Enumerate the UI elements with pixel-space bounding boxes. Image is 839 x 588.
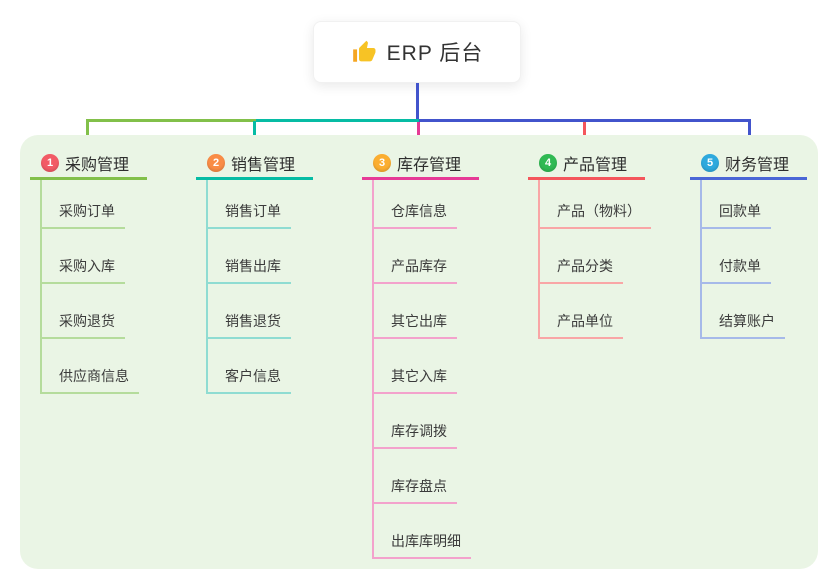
- branch-2: 2 销售管理 销售订单销售出库销售退货客户信息: [196, 148, 361, 394]
- child-item[interactable]: 销售出库: [208, 229, 361, 284]
- branch-index-badge: 3: [373, 153, 391, 172]
- child-item[interactable]: 销售订单: [208, 180, 361, 229]
- child-item-label: 销售订单: [208, 201, 291, 229]
- child-item[interactable]: 回款单: [702, 180, 839, 229]
- connector-bus-segment-teal: [256, 119, 419, 122]
- child-item-label: 付款单: [702, 256, 771, 284]
- branch-children: 仓库信息产品库存其它出库其它入库库存调拨库存盘点出库库明细: [372, 180, 527, 559]
- branch-header[interactable]: 1 采购管理: [30, 148, 147, 180]
- mindmap-panel: 1 采购管理 采购订单采购入库采购退货供应商信息 2 销售管理 销售订单销售出库…: [20, 135, 818, 569]
- branch-4: 4 产品管理 产品（物料） 产品分类产品单位: [528, 148, 693, 339]
- child-item[interactable]: 库存盘点: [374, 449, 527, 504]
- root-node-title: ERP 后台: [386, 42, 484, 65]
- child-item-label: 仓库信息: [374, 201, 457, 229]
- branch-index-badge: 2: [207, 153, 225, 172]
- branch-label: 销售管理: [231, 156, 296, 174]
- branch-label: 采购管理: [65, 156, 130, 174]
- branch-label: 产品管理: [563, 156, 628, 174]
- child-item[interactable]: 产品分类: [540, 229, 693, 284]
- branch-children: 回款单付款单结算账户: [700, 180, 839, 339]
- child-item[interactable]: 出库库明细: [374, 504, 527, 559]
- connector-root-vertical: [416, 83, 419, 121]
- branch-index-badge: 1: [41, 153, 59, 172]
- branch-children: 采购订单采购入库采购退货供应商信息: [40, 180, 195, 394]
- branch-index-badge: 4: [539, 153, 557, 172]
- branch-1: 1 采购管理 采购订单采购入库采购退货供应商信息: [30, 148, 195, 394]
- child-item-label: 产品分类: [540, 256, 623, 284]
- child-item[interactable]: 销售退货: [208, 284, 361, 339]
- branch-children: 产品（物料） 产品分类产品单位: [538, 180, 693, 339]
- connector-bus-segment-green: [86, 119, 256, 122]
- connector-drop-sales: [253, 121, 256, 146]
- branch-3: 3 库存管理 仓库信息产品库存其它出库其它入库库存调拨库存盘点出库库明细: [362, 148, 527, 559]
- child-item-label: 回款单: [702, 201, 771, 229]
- child-item[interactable]: 采购退货: [42, 284, 195, 339]
- child-item[interactable]: 供应商信息: [42, 339, 195, 394]
- child-item[interactable]: 采购入库: [42, 229, 195, 284]
- child-item-label: 采购入库: [42, 256, 125, 284]
- child-item-label: 产品库存: [374, 256, 457, 284]
- child-item-label: 产品（物料）: [540, 201, 651, 229]
- branch-label: 库存管理: [397, 156, 462, 174]
- connector-bus-segment-blue: [419, 119, 751, 122]
- child-item-label: 产品单位: [540, 311, 623, 339]
- child-item-label: 出库库明细: [374, 531, 471, 559]
- thumbs-up-icon: [352, 40, 376, 62]
- child-item[interactable]: 产品库存: [374, 229, 527, 284]
- branch-header[interactable]: 3 库存管理: [362, 148, 479, 180]
- root-node-erp[interactable]: ERP 后台: [313, 21, 521, 83]
- child-item[interactable]: 库存调拨: [374, 394, 527, 449]
- connector-drop-purchase: [86, 121, 89, 146]
- child-item[interactable]: 结算账户: [702, 284, 839, 339]
- branch-header[interactable]: 2 销售管理: [196, 148, 313, 180]
- child-item-label: 库存盘点: [374, 476, 457, 504]
- child-item[interactable]: 采购订单: [42, 180, 195, 229]
- branch-label: 财务管理: [725, 156, 790, 174]
- branch-children: 销售订单销售出库销售退货客户信息: [206, 180, 361, 394]
- branch-header[interactable]: 4 产品管理: [528, 148, 645, 180]
- child-item-label: 其它出库: [374, 311, 457, 339]
- connector-drop-product: [583, 122, 586, 146]
- branch-index-badge: 5: [701, 153, 719, 172]
- child-item[interactable]: 付款单: [702, 229, 839, 284]
- child-item-label: 供应商信息: [42, 366, 139, 394]
- child-item-label: 采购退货: [42, 311, 125, 339]
- child-item-label: 销售出库: [208, 256, 291, 284]
- child-item-label: 其它入库: [374, 366, 457, 394]
- child-item[interactable]: 其它入库: [374, 339, 527, 394]
- child-item[interactable]: 产品单位: [540, 284, 693, 339]
- child-item-label: 库存调拨: [374, 421, 457, 449]
- branch-5: 5 财务管理 回款单付款单结算账户: [690, 148, 839, 339]
- child-item[interactable]: 其它出库: [374, 284, 527, 339]
- child-item[interactable]: 客户信息: [208, 339, 361, 394]
- child-item-label: 采购订单: [42, 201, 125, 229]
- child-item-label: 结算账户: [702, 311, 785, 339]
- branch-header[interactable]: 5 财务管理: [690, 148, 807, 180]
- child-item[interactable]: 产品（物料）: [540, 180, 693, 229]
- child-item-label: 销售退货: [208, 311, 291, 339]
- connector-drop-inventory: [417, 122, 420, 146]
- connector-drop-finance: [748, 121, 751, 146]
- child-item[interactable]: 仓库信息: [374, 180, 527, 229]
- child-item-label: 客户信息: [208, 366, 291, 394]
